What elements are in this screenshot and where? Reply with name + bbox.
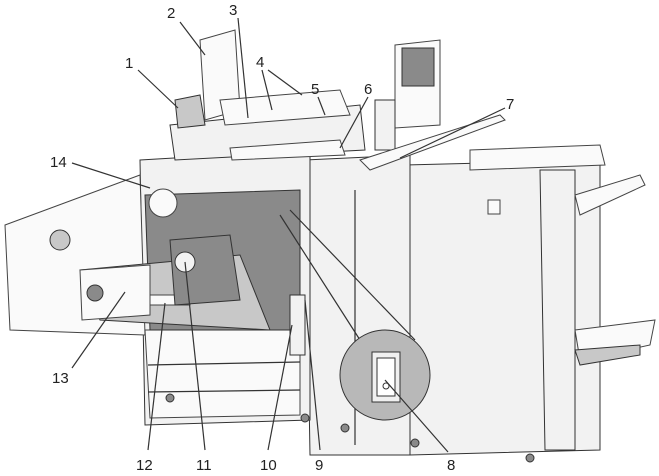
callout-7: 7 bbox=[506, 96, 514, 113]
callout-14: 14 bbox=[50, 154, 67, 171]
callout-1: 1 bbox=[125, 55, 133, 72]
waste-toner-container bbox=[289, 294, 306, 356]
document-feeder bbox=[169, 29, 366, 161]
callout-5: 5 bbox=[311, 81, 319, 98]
callout-9: 9 bbox=[315, 457, 323, 474]
callout-2: 2 bbox=[167, 5, 175, 22]
leader-lines bbox=[71, 17, 506, 453]
callout-10: 10 bbox=[260, 457, 277, 474]
callout-6: 6 bbox=[364, 81, 372, 98]
callout-11: 11 bbox=[196, 457, 212, 474]
callout-4: 4 bbox=[256, 54, 264, 71]
finisher-unit bbox=[404, 144, 656, 456]
casters bbox=[165, 393, 535, 463]
toner-knob bbox=[148, 188, 178, 218]
callout-8: 8 bbox=[447, 457, 455, 474]
callout-12: 12 bbox=[136, 457, 153, 474]
callout-13: 13 bbox=[52, 370, 69, 387]
finisher-latch bbox=[487, 199, 501, 215]
power-switch-inset bbox=[279, 209, 431, 421]
control-panel bbox=[374, 39, 441, 151]
callout-3: 3 bbox=[229, 2, 237, 19]
touch-screen bbox=[401, 47, 435, 87]
